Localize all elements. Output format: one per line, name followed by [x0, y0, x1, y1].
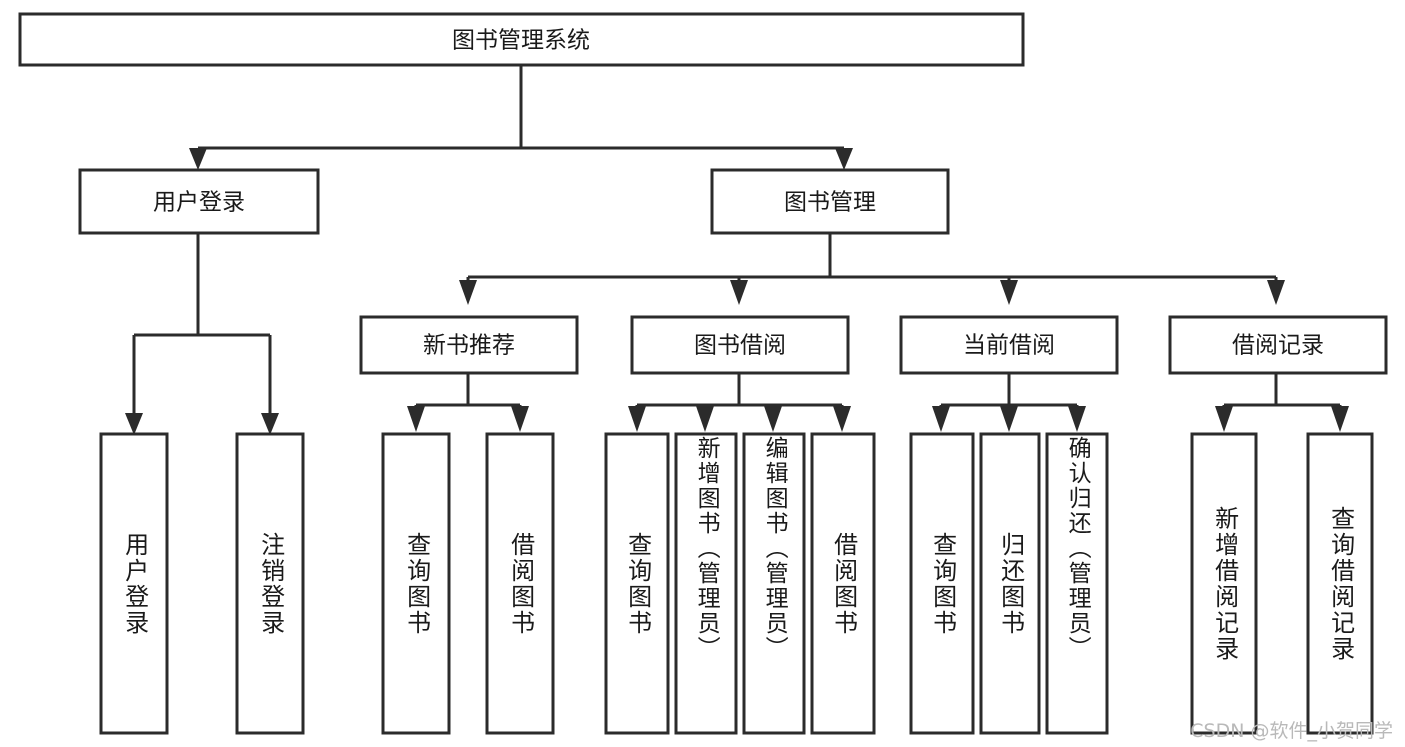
connector-root-to-level2 — [189, 65, 853, 170]
node-book-borrow-label: 图书借阅 — [694, 333, 786, 359]
leaf-box-borrow-record-1[interactable] — [1306, 432, 1374, 735]
leaf-box-new-book-1[interactable] — [485, 432, 555, 735]
leaf-box-current-borrow-1[interactable] — [979, 432, 1041, 735]
leaf-box-user-login-0[interactable] — [99, 432, 169, 735]
connector-bookborrow-to-leaves — [628, 373, 851, 432]
node-book-borrow[interactable]: 图书借阅 — [630, 315, 850, 375]
leaf-box-book-borrow-3[interactable] — [810, 432, 876, 735]
leaf-box-book-borrow-0[interactable] — [604, 432, 670, 735]
node-current-borrow[interactable]: 当前借阅 — [899, 315, 1119, 375]
node-borrow-record[interactable]: 借阅记录 — [1168, 315, 1388, 375]
leaf-box-current-borrow-2[interactable] — [1045, 432, 1109, 735]
node-user-login[interactable]: 用户登录 — [78, 168, 320, 235]
node-new-book-recommend[interactable]: 新书推荐 — [359, 315, 579, 375]
node-borrow-record-label: 借阅记录 — [1232, 333, 1324, 359]
leaf-box-book-borrow-2[interactable] — [742, 432, 806, 735]
node-root-label: 图书管理系统 — [452, 28, 590, 54]
connector-borrowrecord-to-leaves — [1215, 373, 1349, 432]
node-book-management[interactable]: 图书管理 — [710, 168, 950, 235]
node-root[interactable]: 图书管理系统 — [18, 12, 1025, 67]
connector-newbook-to-leaves — [407, 373, 529, 432]
leaf-box-current-borrow-0[interactable] — [909, 432, 975, 735]
node-book-management-label: 图书管理 — [784, 190, 876, 216]
connector-bookmgmt-to-level3 — [459, 233, 1285, 305]
node-user-login-label: 用户登录 — [153, 190, 245, 216]
connector-userlogin-to-leaves — [125, 233, 279, 435]
leaf-box-book-borrow-1[interactable] — [674, 432, 738, 735]
leaf-box-borrow-record-0[interactable] — [1190, 432, 1258, 735]
leaf-box-new-book-0[interactable] — [381, 432, 451, 735]
leaf-box-user-login-1[interactable] — [235, 432, 305, 735]
connector-currentborrow-to-leaves — [932, 373, 1086, 432]
node-current-borrow-label: 当前借阅 — [963, 333, 1055, 359]
node-new-book-recommend-label: 新书推荐 — [423, 333, 515, 359]
